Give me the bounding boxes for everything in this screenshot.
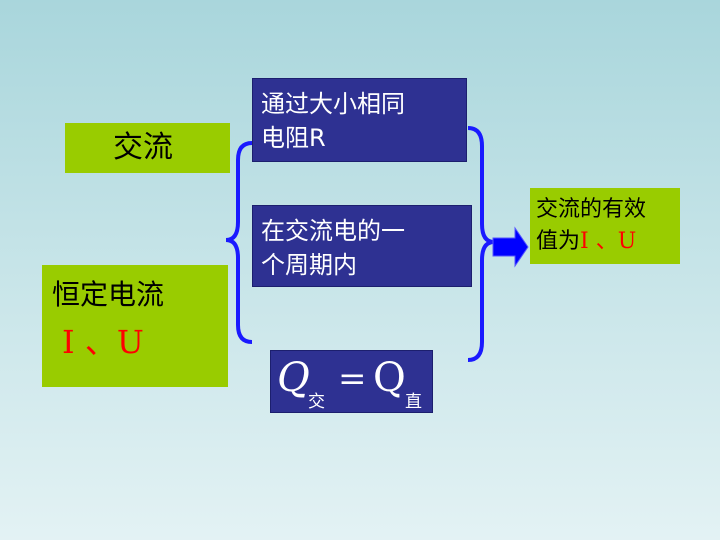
dc-title: 恒定电流 <box>52 278 165 311</box>
formula-q-dc: Q <box>373 355 406 401</box>
formula-sub-dc: 直 <box>405 392 422 412</box>
result-line: 交流的有效 <box>536 197 647 222</box>
formula-q-ac: Q <box>277 355 310 401</box>
condition-line: 个周期内 <box>261 251 357 279</box>
condition-line: 在交流电的一 <box>261 217 405 245</box>
condition-resistance: 通过大小相同 电阻R <box>252 78 467 162</box>
result-symbols: I 、U <box>580 229 637 254</box>
formula-equals: = <box>338 359 367 399</box>
right-arrow-icon <box>492 226 529 268</box>
dc-symbols: I 、U <box>62 323 144 361</box>
formula-sub-ac: 交 <box>308 392 325 412</box>
ac-label-box: 交流 <box>65 123 230 173</box>
left-brace <box>225 141 253 344</box>
condition-line: 电阻R <box>261 124 326 152</box>
condition-period: 在交流电的一 个周期内 <box>252 205 472 287</box>
ac-label: 交流 <box>113 130 173 165</box>
condition-line: 通过大小相同 <box>261 90 405 118</box>
result-prefix: 值为 <box>536 229 581 254</box>
effective-value-box: 交流的有效 值为I 、U <box>530 188 680 264</box>
heat-equality-formula: Q 交 = Q 直 <box>270 350 433 413</box>
result-line-2: 值为I 、U <box>536 226 676 258</box>
dc-box: 恒定电流 I 、U <box>42 265 228 387</box>
